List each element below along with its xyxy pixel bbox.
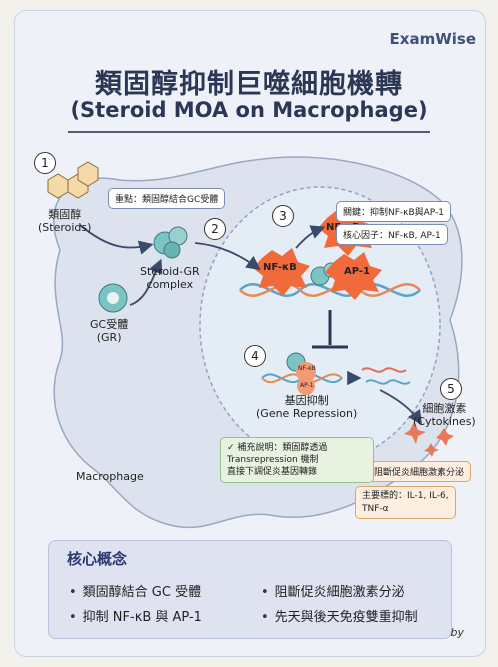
flow-arrows	[79, 224, 422, 425]
steroid-gr-complex	[153, 226, 188, 259]
cytokine-waves	[361, 367, 411, 385]
inhibition-symbol	[312, 310, 348, 349]
dna-helix-top	[239, 283, 421, 297]
gr-label-cn: GC受體	[90, 318, 129, 331]
core-factor-note: 核心因子：NF-κB, AP-1	[336, 224, 448, 245]
cytokines-label-cn: 細胞激素	[422, 402, 467, 415]
cytokine-stars	[404, 422, 454, 457]
nfkb-small-label: NF-κB	[298, 365, 316, 372]
repression-label: 基因抑制 (Gene Repression)	[256, 394, 357, 420]
cytokines-label-en: (Cytokines)	[413, 415, 476, 429]
byline: by	[450, 626, 465, 639]
step-3-badge: 3	[272, 205, 294, 227]
steroids-label: 類固醇 (Steroids)	[38, 208, 91, 234]
page-subtitle: (Steroid MOA on Macrophage)	[70, 98, 428, 122]
steroid-molecule	[47, 161, 99, 199]
targets-line1: 主要標的：IL-1, IL-6,	[362, 491, 449, 501]
repression-label-en: (Gene Repression)	[256, 407, 358, 421]
step-4-badge: 4	[244, 345, 266, 367]
gr-receptor	[98, 283, 128, 313]
focus-note: 重點：類固醇結合GC受體	[108, 188, 226, 209]
title-divider	[68, 131, 430, 133]
complex-label: Steroid-GR complex	[140, 265, 200, 291]
nfkb-burst	[253, 248, 310, 296]
page-title: 類固醇抑制巨噬細胞機轉	[95, 69, 403, 100]
brand-logo: ExamWise	[389, 30, 476, 48]
supplement-note: ✓ 補充說明：類固醇透過 Transrepression 機制 直接下調促炎基因…	[220, 437, 374, 484]
core-item-1: 類固醇結合 GC 受體	[69, 581, 201, 600]
repression-label-cn: 基因抑制	[284, 394, 329, 407]
cytokines-label: 細胞激素 (Cytokines)	[413, 402, 476, 428]
repressed-complex	[286, 352, 316, 395]
step-5-badge: 5	[440, 378, 462, 400]
ap1-small-label: AP-1	[300, 382, 314, 389]
key-note: 關鍵：抑制NF-κB與AP-1	[336, 201, 451, 222]
targets-line2: TNF-α	[362, 503, 389, 514]
supplement-line3: 直接下調促炎基因轉錄	[227, 467, 318, 478]
core-concepts-panel: 核心概念 類固醇結合 GC 受體 阻斷促炎細胞激素分泌 抑制 NF-κB 與 A…	[48, 540, 452, 639]
core-item-4: 先天與後天免疫雙重抑制	[261, 606, 418, 625]
step-2-badge: 2	[204, 218, 226, 240]
steroids-label-cn: 類固醇	[48, 208, 82, 221]
core-item-2: 阻斷促炎細胞激素分泌	[261, 581, 405, 600]
supplement-line2: Transrepression 機制	[227, 455, 319, 466]
targets-note: 主要標的：IL-1, IL-6, TNF-α	[355, 486, 456, 520]
ap1-label: AP-1	[344, 266, 371, 277]
core-item-3: 抑制 NF-κB 與 AP-1	[69, 606, 202, 625]
core-concepts-title: 核心概念	[67, 550, 128, 568]
steroids-label-en: (Steroids)	[38, 221, 92, 235]
ap1-burst	[325, 252, 382, 300]
nfkb-label: NF-κB	[263, 262, 297, 273]
complex-label-line1: Steroid-GR	[140, 265, 200, 278]
gr-label-en: (GR)	[96, 331, 122, 345]
supplement-line1: ✓ 補充說明：類固醇透過	[227, 443, 328, 453]
step-1-badge: 1	[34, 152, 56, 174]
complex-label-line2: complex	[146, 278, 194, 292]
macrophage-label: Macrophage	[76, 470, 144, 483]
gr-label: GC受體 (GR)	[90, 318, 128, 344]
